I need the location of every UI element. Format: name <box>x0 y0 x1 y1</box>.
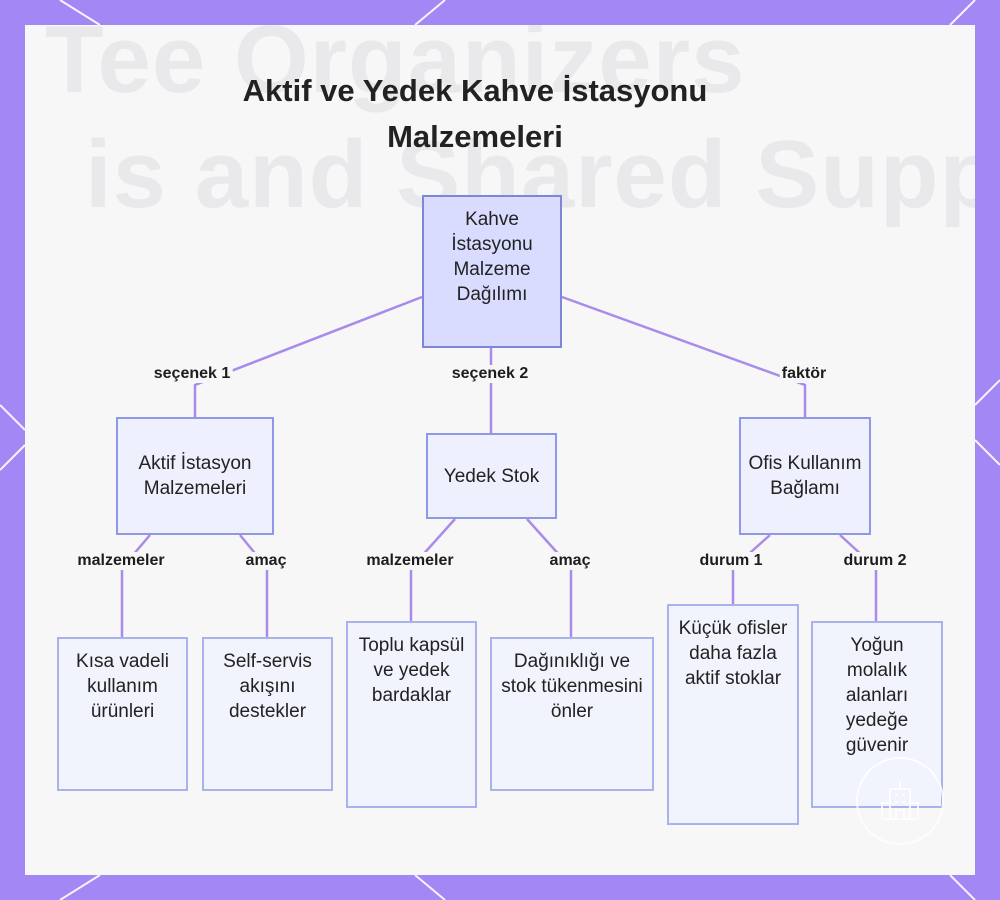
node-short-term-products: Kısa vadeli kullanım ürünleri <box>57 637 188 791</box>
edge-label-option1: seçenek 1 <box>152 365 233 383</box>
node-root: Kahve İstasyonu Malzeme Dağılımı <box>422 195 562 348</box>
edge-label-purpose-2: amaç <box>548 552 593 570</box>
node-prevent-clutter-label: Dağınıklığı ve stok tükenmesini önler <box>492 649 652 724</box>
edge-label-option2: seçenek 2 <box>450 365 531 383</box>
node-backup-stock-label: Yedek Stok <box>438 464 545 489</box>
node-busy-break-areas-label: Yoğun molalık alanları yedeğe güvenir <box>813 633 941 758</box>
node-bulk-supplies-label: Toplu kapsül ve yedek bardaklar <box>348 633 475 708</box>
node-short-term-products-label: Kısa vadeli kullanım ürünleri <box>59 649 186 724</box>
node-self-service: Self-servis akışını destekler <box>202 637 333 791</box>
building-icon <box>856 757 944 845</box>
node-small-offices-label: Küçük ofisler daha fazla aktif stoklar <box>669 616 797 691</box>
edge-label-materials-1: malzemeler <box>75 552 166 570</box>
node-bulk-supplies: Toplu kapsül ve yedek bardaklar <box>346 621 477 808</box>
edge-root-context <box>562 297 805 417</box>
node-office-context: Ofis Kullanım Bağlamı <box>739 417 871 535</box>
node-self-service-label: Self-servis akışını destekler <box>204 649 331 724</box>
node-root-label: Kahve İstasyonu Malzeme Dağılımı <box>424 207 560 307</box>
edge-label-purpose-1: amaç <box>244 552 289 570</box>
edge-root-active <box>195 297 422 417</box>
edge-active-shortterm <box>122 535 150 637</box>
node-backup-stock: Yedek Stok <box>426 433 557 519</box>
edge-active-selfservice <box>240 535 267 637</box>
edge-backup-bulk <box>411 519 455 621</box>
edge-label-factor: faktör <box>780 365 828 383</box>
node-active-station: Aktif İstasyon Malzemeleri <box>116 417 274 535</box>
node-active-station-label: Aktif İstasyon Malzemeleri <box>118 451 272 501</box>
edge-label-case-1: durum 1 <box>697 552 764 570</box>
node-small-offices: Küçük ofisler daha fazla aktif stoklar <box>667 604 799 825</box>
node-prevent-clutter: Dağınıklığı ve stok tükenmesini önler <box>490 637 654 791</box>
edge-label-materials-2: malzemeler <box>364 552 455 570</box>
edge-backup-prevent <box>527 519 571 637</box>
node-office-context-label: Ofis Kullanım Bağlamı <box>741 451 869 501</box>
edge-label-case-2: durum 2 <box>841 552 908 570</box>
edge-context-busy <box>840 535 876 621</box>
